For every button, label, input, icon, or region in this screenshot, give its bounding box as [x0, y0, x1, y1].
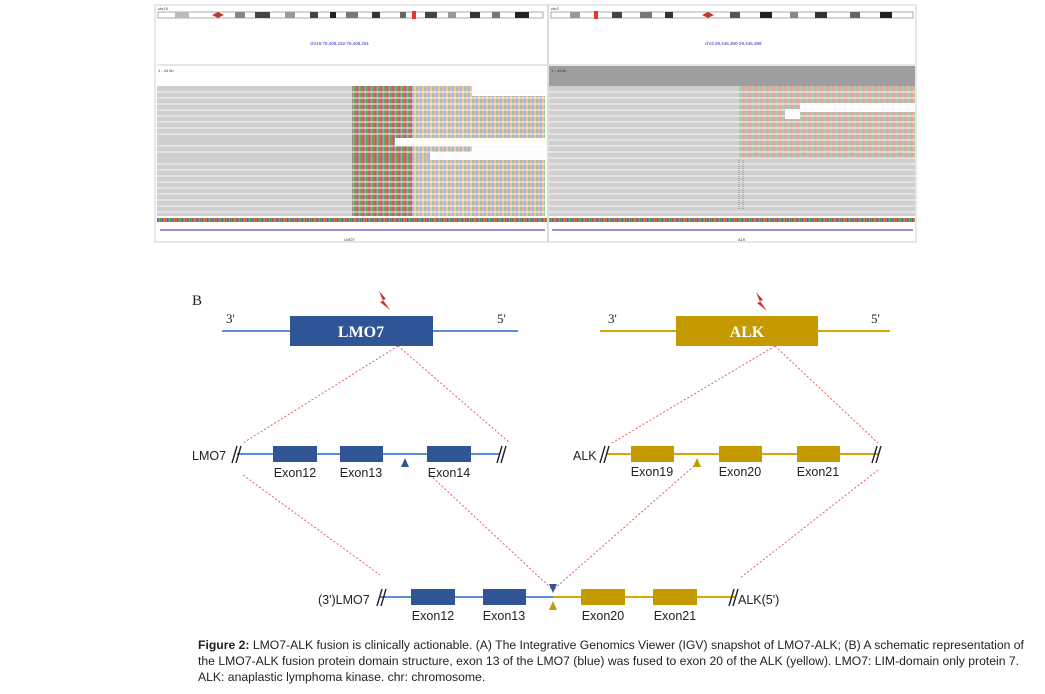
fusion-exon21-label: Exon21: [654, 609, 696, 623]
alk-detail-gene-label: ALK: [573, 449, 597, 463]
alk-gene-overview: ALK 3' 5': [600, 292, 890, 346]
lmo7-5prime-label: 5': [497, 311, 506, 326]
left-reference-sequence: [157, 218, 547, 222]
left-gene-name: LMO7: [344, 237, 356, 242]
lmo7-breakpoint-marker-icon: [401, 458, 409, 467]
igv-panel: chr15 chr15:76,408: [154, 4, 917, 243]
alk-exon20-label: Exon20: [719, 465, 761, 479]
left-chrom-label: chr15: [158, 6, 169, 11]
right-alignment-reads: [549, 86, 915, 216]
fusion-exon12-block: [411, 589, 455, 605]
right-locus-coordinate: chr2:29,446,360-29,446,389: [705, 41, 762, 46]
lmo7-left-break-icon: [231, 445, 242, 464]
fusion-exon20-label: Exon20: [582, 609, 624, 623]
right-ideogram: [550, 11, 914, 19]
lmo7-detail-gene-label: LMO7: [192, 449, 226, 463]
fusion-lmo7-junction-marker-icon: [549, 584, 557, 593]
lmo7-breakpoint-bolt-icon: [379, 291, 390, 310]
fusion-alk-junction-marker-icon: [549, 601, 557, 610]
fusion-exon13-block: [483, 589, 526, 605]
lmo7-title: LMO7: [338, 324, 384, 341]
alk-breakpoint-marker-icon: [693, 458, 701, 467]
fusion-exon20-block: [581, 589, 625, 605]
alk-exon21-block: [797, 446, 840, 462]
alk-exon-detail: ALK Exon19 Exon20 Exon21: [573, 445, 882, 479]
fusion-left-break-icon: [376, 588, 387, 607]
igv-right-view: chr2 chr2:29,446,360-29,446,389 1: [549, 6, 915, 242]
right-gene-name: ALK: [738, 237, 746, 242]
lmo7-exon14-label: Exon14: [428, 466, 470, 480]
lmo7-gene-overview: LMO7 3' 5': [222, 291, 518, 346]
lmo7-exon12-label: Exon12: [274, 466, 316, 480]
alk-left-break-icon: [599, 445, 610, 464]
lmo7-exon13-label: Exon13: [340, 466, 382, 480]
alk-3prime-label: 3': [608, 311, 617, 326]
alk-title: ALK: [730, 324, 765, 341]
left-ideogram: [157, 11, 544, 19]
alk-exon21-label: Exon21: [797, 465, 839, 479]
caption-lead: Figure 2:: [198, 638, 250, 652]
lmo7-exon-detail: LMO7 Exon12 Exon13 Exon14: [192, 445, 507, 480]
right-chrom-label: chr2: [551, 6, 560, 11]
lmo7-exon14-block: [427, 446, 471, 462]
fusion-left-gene-label: (3')LMO7: [318, 593, 370, 607]
alk-right-break-icon: [871, 445, 882, 464]
fusion-exon13-label: Exon13: [483, 609, 525, 623]
figure-caption: Figure 2: LMO7-ALK fusion is clinically …: [198, 637, 1038, 685]
right-track-label: 1 - 44 kb: [551, 68, 567, 73]
lmo7-exon12-block: [273, 446, 317, 462]
alk-exon20-block: [719, 446, 762, 462]
alk-exon19-block: [631, 446, 674, 462]
right-reference-sequence: [549, 218, 915, 222]
alk-breakpoint-bolt-icon: [756, 292, 767, 311]
fusion-right-break-icon: [728, 588, 739, 607]
lmo7-right-break-icon: [496, 445, 507, 464]
left-locus-coordinate: chr15:76,408,232-76,408,281: [310, 41, 370, 46]
left-track-label: 1 - 44 kb: [158, 68, 174, 73]
fusion-exon21-block: [653, 589, 697, 605]
alk-exon19-label: Exon19: [631, 465, 673, 479]
lmo7-exon13-block: [340, 446, 383, 462]
igv-left-view: chr15 chr15:76,408: [157, 6, 547, 242]
alk-5prime-label: 5': [871, 311, 880, 326]
left-alignment-reads: [157, 86, 545, 216]
fusion-right-gene-label: ALK(5'): [738, 593, 779, 607]
zoom-lines: [242, 345, 879, 591]
fusion-exon12-label: Exon12: [412, 609, 454, 623]
caption-body: LMO7-ALK fusion is clinically actionable…: [198, 638, 1024, 684]
lmo7-3prime-label: 3': [226, 311, 235, 326]
panel-b-label: B: [192, 293, 202, 309]
fusion-transcript: (3')LMO7 ALK(5') Exon12 Exon13 Exon20 Ex…: [318, 584, 779, 623]
